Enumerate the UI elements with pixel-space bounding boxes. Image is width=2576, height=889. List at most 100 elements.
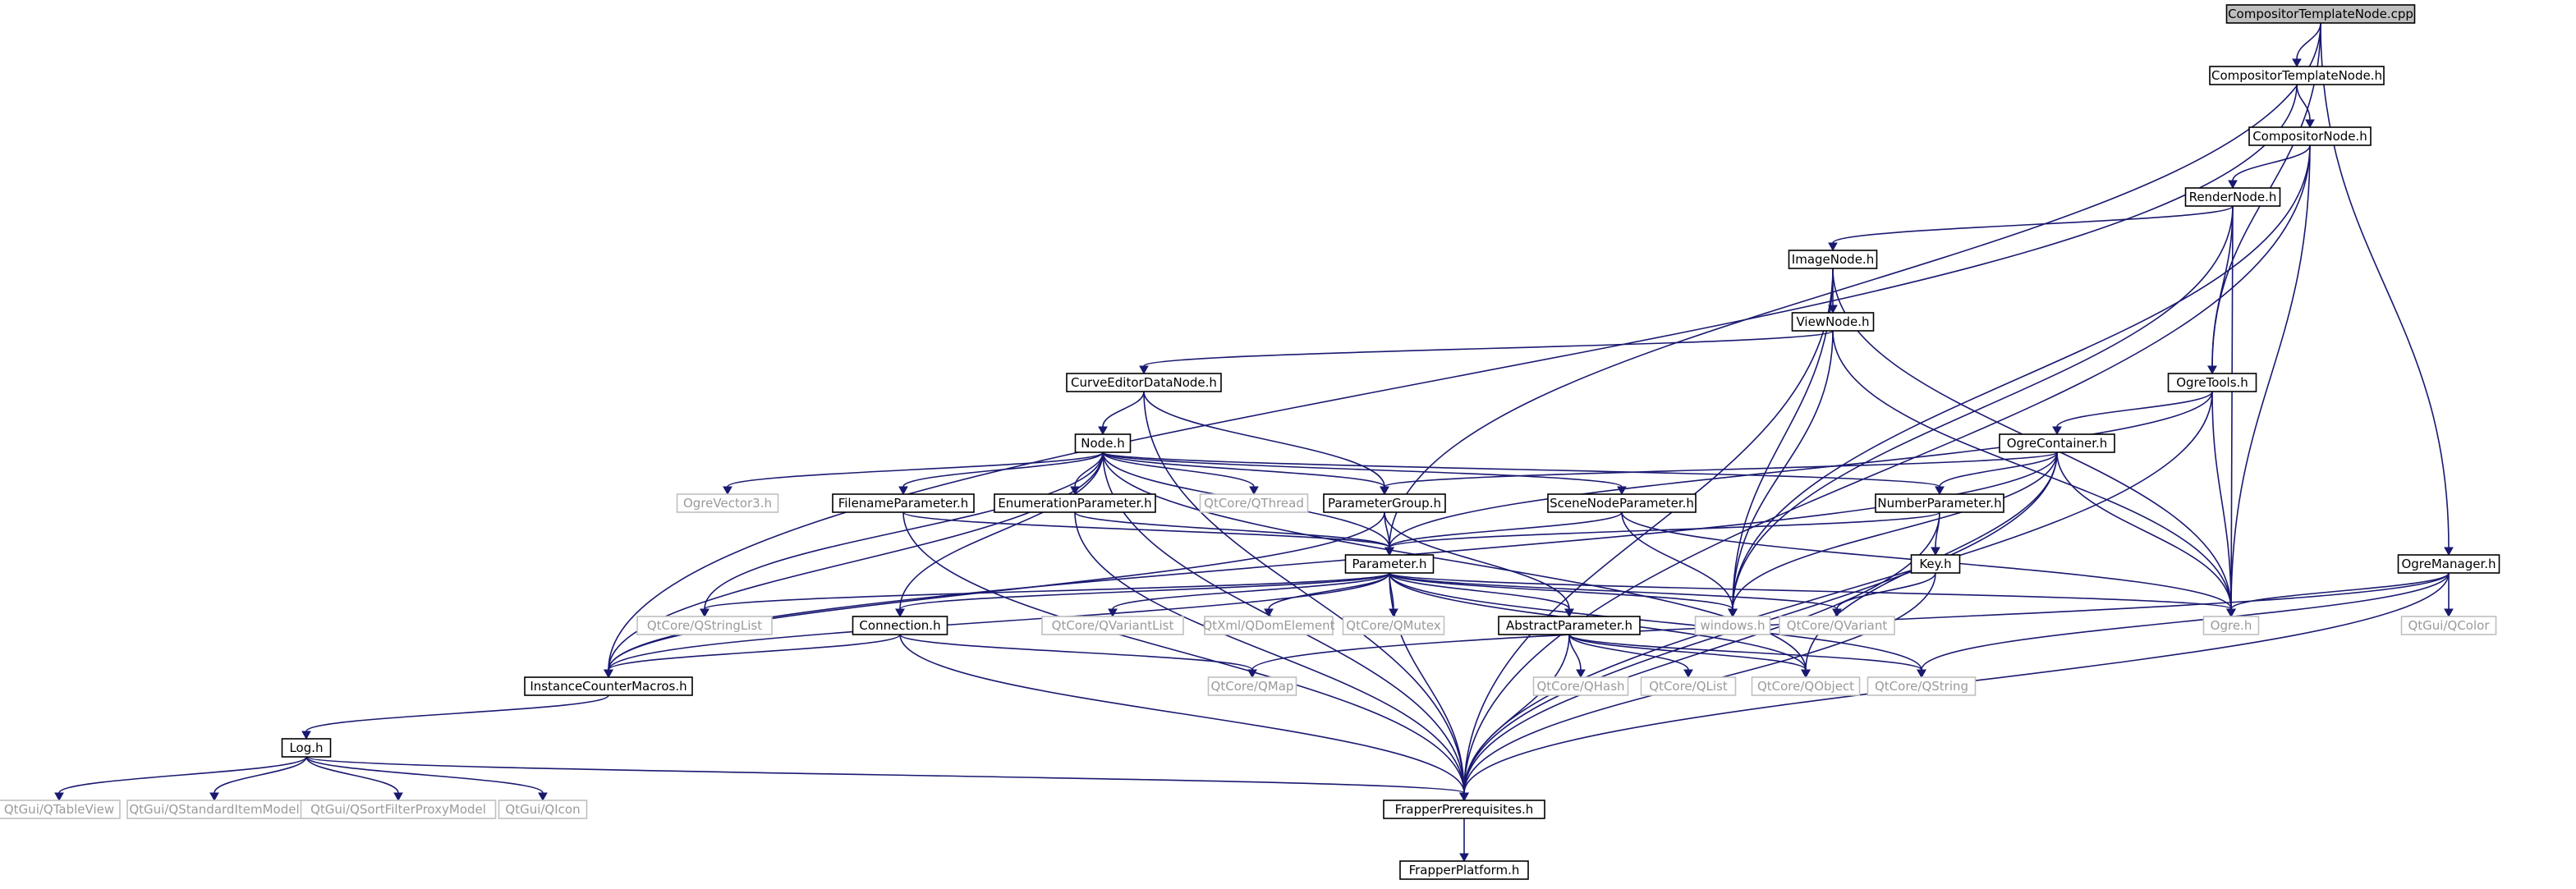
arrowhead xyxy=(898,486,908,496)
node-qtcore-qobject: QtCore/QObject xyxy=(1751,676,1861,696)
node-ogrecontainer-h[interactable]: OgreContainer.h xyxy=(1999,433,2115,453)
edge-key_h-to-qvar xyxy=(1836,572,1936,610)
node-label: QtCore/QVariant xyxy=(1787,618,1888,633)
edge-node_h-to-pg_h xyxy=(1102,451,1385,488)
node-label: QtGui/QTableView xyxy=(4,802,114,817)
edge-rn_h-to-ogre_h xyxy=(2230,205,2234,610)
node-label: FrapperPlatform.h xyxy=(1409,863,1520,878)
arrowhead xyxy=(1683,669,1693,679)
edge-snp_h-to-param_h xyxy=(1389,511,1623,548)
node-connection-h[interactable]: Connection.h xyxy=(852,616,948,635)
node-qtgui-qsortfilterproxymodel: QtGui/QSortFilterProxyModel xyxy=(300,800,497,819)
node-parameter-h[interactable]: Parameter.h xyxy=(1344,554,1435,574)
node-label: OgreContainer.h xyxy=(2007,436,2108,451)
edge-param_h-to-conn_h xyxy=(899,572,1390,610)
node-label: FrapperPrerequisites.h xyxy=(1395,802,1534,817)
node-label: Key.h xyxy=(1919,557,1951,571)
node-box xyxy=(0,800,121,819)
node-label: QtCore/QObject xyxy=(1757,679,1854,694)
node-label: ParameterGroup.h xyxy=(1328,496,1441,511)
edge-rn_h-to-win_h xyxy=(1732,205,2234,610)
edge-icm_h-to-log_h xyxy=(305,694,609,732)
node-label: Log.h xyxy=(289,740,323,755)
node-box xyxy=(1779,616,1895,635)
node-box xyxy=(1323,493,1446,513)
node-ogre-h: Ogre.h xyxy=(2202,616,2260,635)
node-ogremanager-h[interactable]: OgreManager.h xyxy=(2397,554,2500,574)
node-frapperprerequisites-h[interactable]: FrapperPrerequisites.h xyxy=(1383,800,1545,819)
arrowhead xyxy=(1384,547,1394,557)
node-compositortemplatenode-cpp[interactable]: CompositorTemplateNode.cpp xyxy=(2225,4,2416,24)
node-compositortemplatenode-h[interactable]: CompositorTemplateNode.h xyxy=(2209,66,2385,85)
node-label: AbstractParameter.h xyxy=(1506,618,1632,633)
edge-fp_h-to-fpre_h xyxy=(902,511,1465,794)
node-label: QtCore/QVariantList xyxy=(1052,618,1174,633)
edge-ced_h-to-pg_h xyxy=(1143,391,1385,488)
node-box xyxy=(1066,373,1222,392)
edge-node_h-to-qsl xyxy=(704,451,1104,610)
arrowhead xyxy=(723,486,732,496)
node-label: QtGui/QIcon xyxy=(505,802,580,817)
node-filenameparameter-h[interactable]: FilenameParameter.h xyxy=(832,493,975,513)
node-box xyxy=(1344,554,1435,574)
node-scenenodeparameter-h[interactable]: SceneNodeParameter.h xyxy=(1547,493,1697,513)
node-label: OgreTools.h xyxy=(2176,375,2248,390)
edge-cn_h-to-fpre_h xyxy=(1463,144,2311,794)
edge-cn_h-to-ogre_h xyxy=(2230,144,2311,610)
dependency-nodes: CompositorTemplateNode.cppCompositorTemp… xyxy=(0,4,2500,880)
node-box xyxy=(2400,616,2497,635)
node-label: CompositorNode.h xyxy=(2252,129,2367,144)
node-node-h[interactable]: Node.h xyxy=(1074,433,1132,453)
node-box xyxy=(1041,616,1184,635)
dependency-edges xyxy=(54,22,2454,863)
edge-vn_h-to-win_h xyxy=(1732,330,1834,610)
arrowhead xyxy=(1264,608,1274,618)
node-box xyxy=(1207,676,1297,696)
arrowhead xyxy=(1832,608,1842,618)
node-curveeditordatanode-h[interactable]: CurveEditorDataNode.h xyxy=(1066,373,1222,392)
edge-oc_h-to-pg_h xyxy=(1384,451,2058,488)
arrowhead xyxy=(2052,426,2062,436)
node-imagenode-h[interactable]: ImageNode.h xyxy=(1788,250,1878,269)
node-box xyxy=(1694,616,1771,635)
arrowhead xyxy=(1801,669,1811,679)
arrowhead xyxy=(301,731,311,740)
node-instancecountermacros-h[interactable]: InstanceCounterMacros.h xyxy=(524,676,693,696)
node-box xyxy=(1498,616,1641,635)
node-ogretools-h[interactable]: OgreTools.h xyxy=(2167,373,2257,392)
edge-ot_h-to-ogre_h xyxy=(2211,391,2232,610)
node-box xyxy=(1640,676,1737,696)
node-label: EnumerationParameter.h xyxy=(998,496,1151,511)
node-box xyxy=(1547,493,1697,513)
node-qtgui-qcolor: QtGui/QColor xyxy=(2400,616,2497,635)
node-ogrevector3-h: OgreVector3.h xyxy=(676,493,779,513)
edge-pg_h-to-ap_h xyxy=(1384,511,1570,610)
node-log-h[interactable]: Log.h xyxy=(281,738,332,758)
node-frapperplatform-h[interactable]: FrapperPlatform.h xyxy=(1399,860,1529,880)
edge-vn_h-to-ced_h xyxy=(1143,330,1834,367)
arrowhead xyxy=(1139,365,1149,375)
node-label: QtGui/QSortFilterProxyModel xyxy=(310,802,486,817)
node-abstractparameter-h[interactable]: AbstractParameter.h xyxy=(1498,616,1641,635)
edge-log_h-to-fpre_h xyxy=(305,756,1465,794)
node-compositornode-h[interactable]: CompositorNode.h xyxy=(2248,126,2372,146)
edge-pg_h-to-icm_h xyxy=(608,511,1385,671)
node-label: CompositorTemplateNode.h xyxy=(2211,68,2382,83)
node-parametergroup-h[interactable]: ParameterGroup.h xyxy=(1323,493,1446,513)
edge-ap_h-to-qstring xyxy=(1568,634,1922,671)
node-numberparameter-h[interactable]: NumberParameter.h xyxy=(1875,493,2004,513)
node-key-h[interactable]: Key.h xyxy=(1910,554,1961,574)
edge-node_h-to-icm_h xyxy=(608,451,1104,671)
node-qtcore-qthread: QtCore/QThread xyxy=(1199,493,1309,513)
node-enumerationparameter-h[interactable]: EnumerationParameter.h xyxy=(994,493,1156,513)
node-qtgui-qicon: QtGui/QIcon xyxy=(498,800,588,819)
node-box xyxy=(1788,250,1878,269)
node-box xyxy=(1204,616,1334,635)
node-qtcore-qmutex: QtCore/QMutex xyxy=(1342,616,1445,635)
node-box xyxy=(1875,493,2004,513)
node-viewnode-h[interactable]: ViewNode.h xyxy=(1791,312,1875,332)
arrowhead xyxy=(2444,547,2454,557)
edge-om_h-to-qstring xyxy=(1921,572,2450,671)
node-rendernode-h[interactable]: RenderNode.h xyxy=(2184,187,2281,207)
node-label: windows.h xyxy=(1701,618,1766,633)
